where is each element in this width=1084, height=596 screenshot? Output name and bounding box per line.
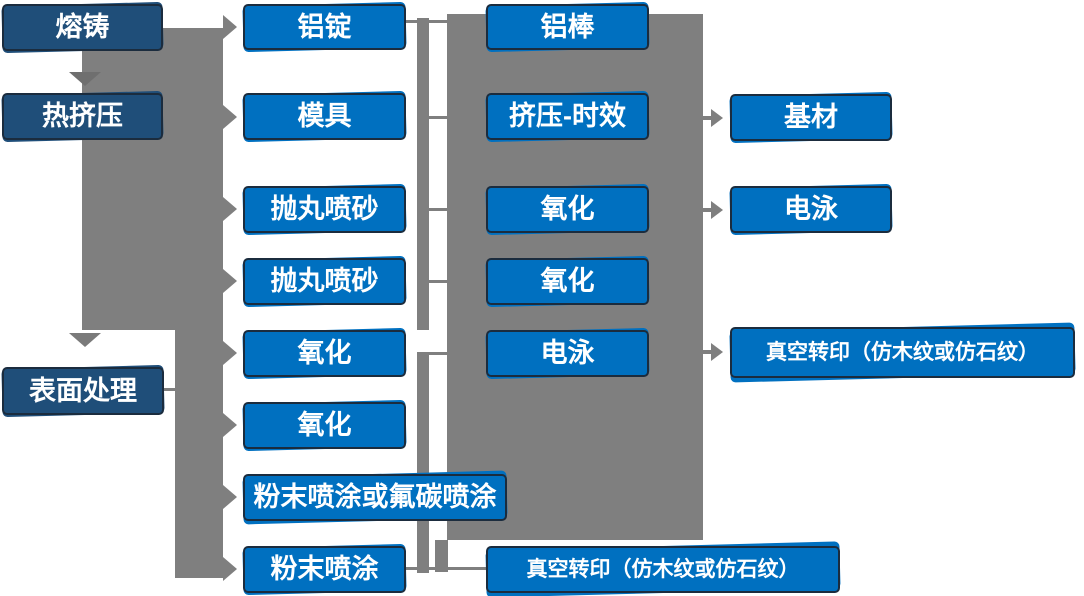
node-label: 铝锭: [243, 4, 406, 50]
node-label: 氧化: [243, 330, 406, 377]
node-label: 粉末喷涂或氟碳喷涂: [243, 474, 507, 521]
node-electrophoresis-1: 电泳: [485, 327, 650, 380]
arrowhead-right-row2: [223, 105, 237, 129]
node-label: 真空转印（仿木纹或仿石纹）: [486, 546, 840, 593]
node-powder-or-fluorocarbon-coating: 粉末喷涂或氟碳喷涂: [242, 470, 508, 525]
arrowhead-down-to-surface-treatment: [69, 333, 101, 347]
node-extrusion-aging: 挤压-时效: [485, 90, 650, 143]
connector-bus-bar-lower: [417, 352, 429, 573]
node-label: 氧化: [486, 186, 649, 233]
node-aluminum-ingot: 铝锭: [242, 1, 407, 53]
node-label: 铝棒: [486, 4, 649, 50]
node-label: 抛丸喷砂: [243, 186, 406, 233]
node-oxidation-2: 氧化: [242, 399, 407, 452]
node-label: 基材: [730, 94, 892, 141]
node-vacuum-transfer-print-2: 真空转印（仿木纹或仿石纹）: [729, 322, 1076, 383]
node-hot-extrusion: 热挤压: [1, 90, 164, 143]
arrowhead-substrate: [711, 109, 723, 127]
connector-line-bottom-row: [406, 567, 486, 570]
arrow-stem-vacuum-transfer: [702, 350, 712, 354]
connector-line-surface-treatment: [162, 388, 175, 391]
arrowhead-right-row7: [223, 485, 237, 509]
node-label: 氧化: [243, 402, 406, 449]
node-label: 电泳: [730, 186, 892, 233]
node-label: 热挤压: [2, 93, 163, 140]
node-surface-treatment: 表面处理: [1, 364, 165, 418]
arrowhead-electrophoresis: [711, 201, 723, 219]
node-aluminum-rod: 铝棒: [485, 1, 650, 53]
node-label: 模具: [243, 93, 406, 140]
arrow-stem-substrate: [702, 116, 712, 120]
node-vacuum-transfer-print-1: 真空转印（仿木纹或仿石纹）: [485, 541, 841, 596]
node-melting-casting: 熔铸: [1, 1, 164, 54]
arrowhead-vacuum-transfer: [711, 343, 723, 361]
node-label: 真空转印（仿木纹或仿石纹）: [730, 327, 1075, 378]
connector-bus-bar-upper: [417, 18, 429, 330]
node-label: 电泳: [486, 330, 649, 377]
arrowhead-right-row3: [223, 197, 237, 221]
node-oxidation-1: 氧化: [242, 327, 407, 380]
connector-line-row4: [429, 280, 447, 283]
node-substrate: 基材: [729, 91, 893, 144]
connector-band-leg: [435, 540, 448, 572]
node-label: 抛丸喷砂: [243, 258, 406, 305]
node-label: 表面处理: [2, 367, 164, 415]
node-label: 氧化: [486, 258, 649, 305]
node-shot-blasting-2: 抛丸喷砂: [242, 255, 407, 308]
node-mold: 模具: [242, 90, 407, 143]
node-electrophoresis-2: 电泳: [729, 183, 893, 236]
node-label: 粉末喷涂: [243, 546, 406, 593]
node-powder-coating: 粉末喷涂: [242, 543, 407, 596]
arrowhead-right-row4: [223, 269, 237, 293]
connector-line-row3: [429, 208, 447, 211]
arrow-stem-electrophoresis: [702, 208, 712, 212]
arrowhead-down-to-hot-extrusion: [69, 72, 101, 86]
node-shot-blasting-1: 抛丸喷砂: [242, 183, 407, 236]
arrowhead-right-row5: [223, 341, 237, 365]
connector-line-row5: [429, 352, 447, 355]
node-oxidation-4: 氧化: [485, 255, 650, 308]
node-label: 挤压-时效: [486, 93, 649, 140]
arrowhead-right-row1: [223, 15, 237, 39]
connector-line-row2: [429, 116, 447, 119]
connector-lower-trunk-band: [175, 330, 223, 578]
connector-main-trunk-band: [82, 28, 223, 330]
arrowhead-right-row6: [223, 413, 237, 437]
node-oxidation-3: 氧化: [485, 183, 650, 236]
connector-line-row1: [406, 20, 447, 23]
node-label: 熔铸: [2, 4, 163, 51]
arrowhead-right-row8: [223, 557, 237, 581]
